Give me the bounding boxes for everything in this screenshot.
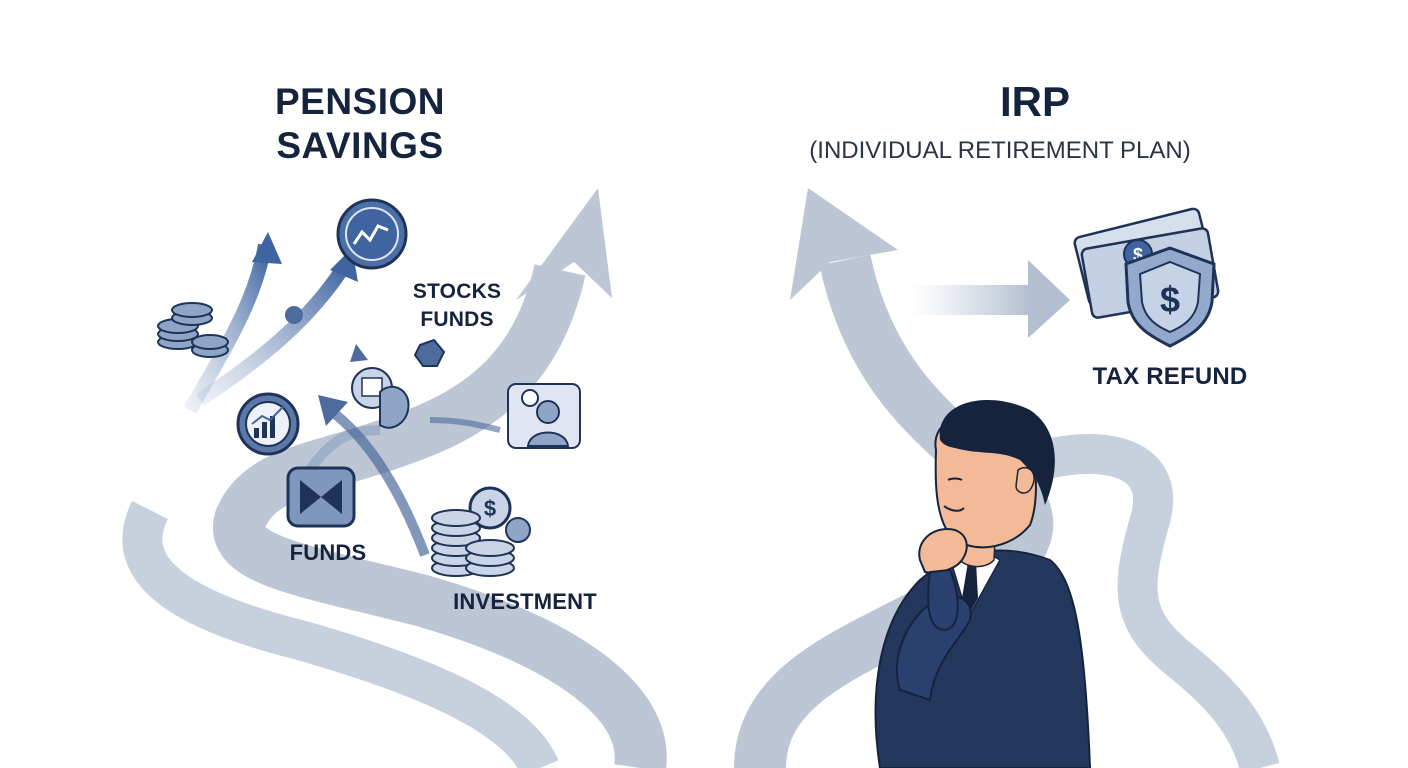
stocks-funds-label: STOCKS FUNDS	[412, 280, 502, 331]
svg-text:$: $	[1133, 245, 1143, 265]
right-path-arrow	[734, 188, 1280, 768]
investment-label: INVESTMENT	[453, 589, 597, 614]
butterfly-fund-icon	[286, 466, 356, 528]
money-shield-icon: $ $	[1073, 207, 1220, 348]
svg-text:$: $	[1160, 279, 1180, 320]
right-arrow-to-refund	[912, 260, 1070, 338]
irp-subtitle: (INDIVIDUAL RETIREMENT PLAN)	[809, 137, 1191, 164]
coin-stack-icon	[157, 302, 229, 358]
person-gear-icon	[507, 383, 581, 449]
tax-refund-label: TAX REFUND	[1092, 363, 1248, 390]
irp-title: IRP	[999, 78, 1070, 125]
svg-text:$: $	[484, 496, 496, 521]
funds-label: FUNDS	[289, 540, 367, 565]
pension-savings-title: PENSION SAVINGS	[274, 81, 446, 166]
gear-chart-icon	[236, 392, 300, 456]
dollar-coin-stack-icon: $	[431, 486, 531, 577]
growth-chart-circle-icon	[336, 198, 408, 270]
businessman-figure	[874, 400, 1092, 768]
left-path-arrow	[122, 188, 667, 768]
document-piggy-icon	[351, 367, 410, 429]
